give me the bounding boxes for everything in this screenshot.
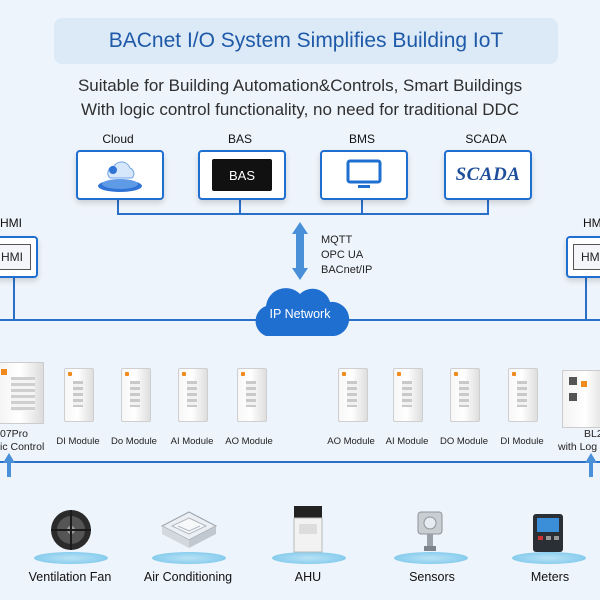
scada-label: SCADA <box>465 132 507 146</box>
subtitle-line-2: With logic control functionality, no nee… <box>80 100 520 119</box>
controller-left-terminals <box>11 377 35 411</box>
module-label: AI Module <box>385 436 429 447</box>
bas-label: BAS <box>227 132 252 146</box>
top-bus-line <box>117 196 489 215</box>
module-ai-left <box>178 368 208 422</box>
bas-box: BAS <box>198 150 286 200</box>
protocol-list: MQTT OPC UA BACnet/IP <box>321 233 372 278</box>
module-ai-right <box>393 368 423 422</box>
protocol-opcua: OPC UA <box>321 249 364 261</box>
module-label: DO Module <box>439 436 489 447</box>
module-label: DI Module <box>56 436 100 447</box>
module-label: DI Module <box>500 436 544 447</box>
left-up-arrow <box>3 453 15 477</box>
controller-right-line-1: BL2 <box>584 428 600 440</box>
cloud-box <box>76 150 164 200</box>
device-label: Air Conditioning <box>143 570 233 584</box>
hmi-left-screen: HMI <box>0 244 31 270</box>
sensor-icon <box>417 511 443 551</box>
monitor-icon: BAS <box>212 159 272 191</box>
meter-icon <box>533 514 563 552</box>
bms-box <box>320 150 408 200</box>
scada-logo: SCADA <box>455 164 521 185</box>
pedestal <box>152 552 226 564</box>
module-di-right <box>508 368 538 422</box>
bas-screen-text: BAS <box>228 167 255 183</box>
module-do-left <box>121 368 151 422</box>
controller-right-port <box>569 377 577 385</box>
device-label: Meters <box>530 570 570 584</box>
protocol-mqtt: MQTT <box>321 234 353 246</box>
controller-left <box>0 362 44 424</box>
hmi-right-box: HMI <box>566 236 600 278</box>
right-up-arrow <box>585 453 597 477</box>
device-label: AHU <box>294 570 322 584</box>
title-banner: BACnet I/O System Simplifies Building Io… <box>54 18 558 64</box>
controller-right-led <box>581 381 587 387</box>
module-label: Do Module <box>111 436 157 447</box>
protocol-bacnet-ip: BACnet/IP <box>321 264 373 276</box>
subtitle-line-1: Suitable for Building Automation&Control… <box>77 76 523 95</box>
controller-left-led <box>1 369 7 375</box>
module-di-left <box>64 368 94 422</box>
controller-left-caption: 07Pro ic Control <box>0 428 44 454</box>
hmi-right-screen-text: HMI <box>581 250 600 264</box>
ip-network-cloud <box>255 288 350 336</box>
controller-left-line-2: ic Control <box>0 441 45 453</box>
module-ao-right <box>338 368 368 422</box>
bms-label: BMS <box>348 132 375 146</box>
device-label: Ventilation Fan <box>28 570 112 584</box>
hmi-left-screen-text: HMI <box>1 250 23 264</box>
module-label: AO Module <box>327 436 375 447</box>
page-title: BACnet I/O System Simplifies Building Io… <box>108 29 504 52</box>
controller-left-line-1: 07Pro <box>0 428 29 440</box>
air-conditioner-icon <box>160 511 218 548</box>
controller-right-caption: BL2 with Log <box>558 428 600 454</box>
device-label: Sensors <box>409 570 455 584</box>
pedestal <box>34 552 108 564</box>
hmi-right-label: HMI <box>583 216 600 230</box>
hmi-left-box: HMI <box>0 236 38 278</box>
monitor-icon <box>346 159 382 188</box>
fan-icon <box>51 510 91 550</box>
controller-right-port-2 <box>569 393 577 401</box>
hmi-left-label: HMI <box>0 216 22 230</box>
module-do-right <box>450 368 480 422</box>
cloud-label: Cloud <box>102 132 134 146</box>
cloud-icon <box>98 161 142 192</box>
pedestal <box>512 552 586 564</box>
controller-right <box>562 370 600 428</box>
hmi-right-screen: HMI <box>573 244 600 270</box>
module-ao-left <box>237 368 267 422</box>
scada-box: SCADA <box>444 150 532 200</box>
ahu-icon <box>293 506 323 553</box>
ip-network-label: IP Network <box>269 307 331 321</box>
pedestal <box>394 552 468 564</box>
module-label: AO Module <box>225 436 273 447</box>
protocol-arrow <box>292 222 308 280</box>
pedestal <box>272 552 346 564</box>
module-label: AI Module <box>170 436 214 447</box>
hmi-drops <box>13 276 587 320</box>
controller-right-line-2: with Log <box>558 441 598 453</box>
